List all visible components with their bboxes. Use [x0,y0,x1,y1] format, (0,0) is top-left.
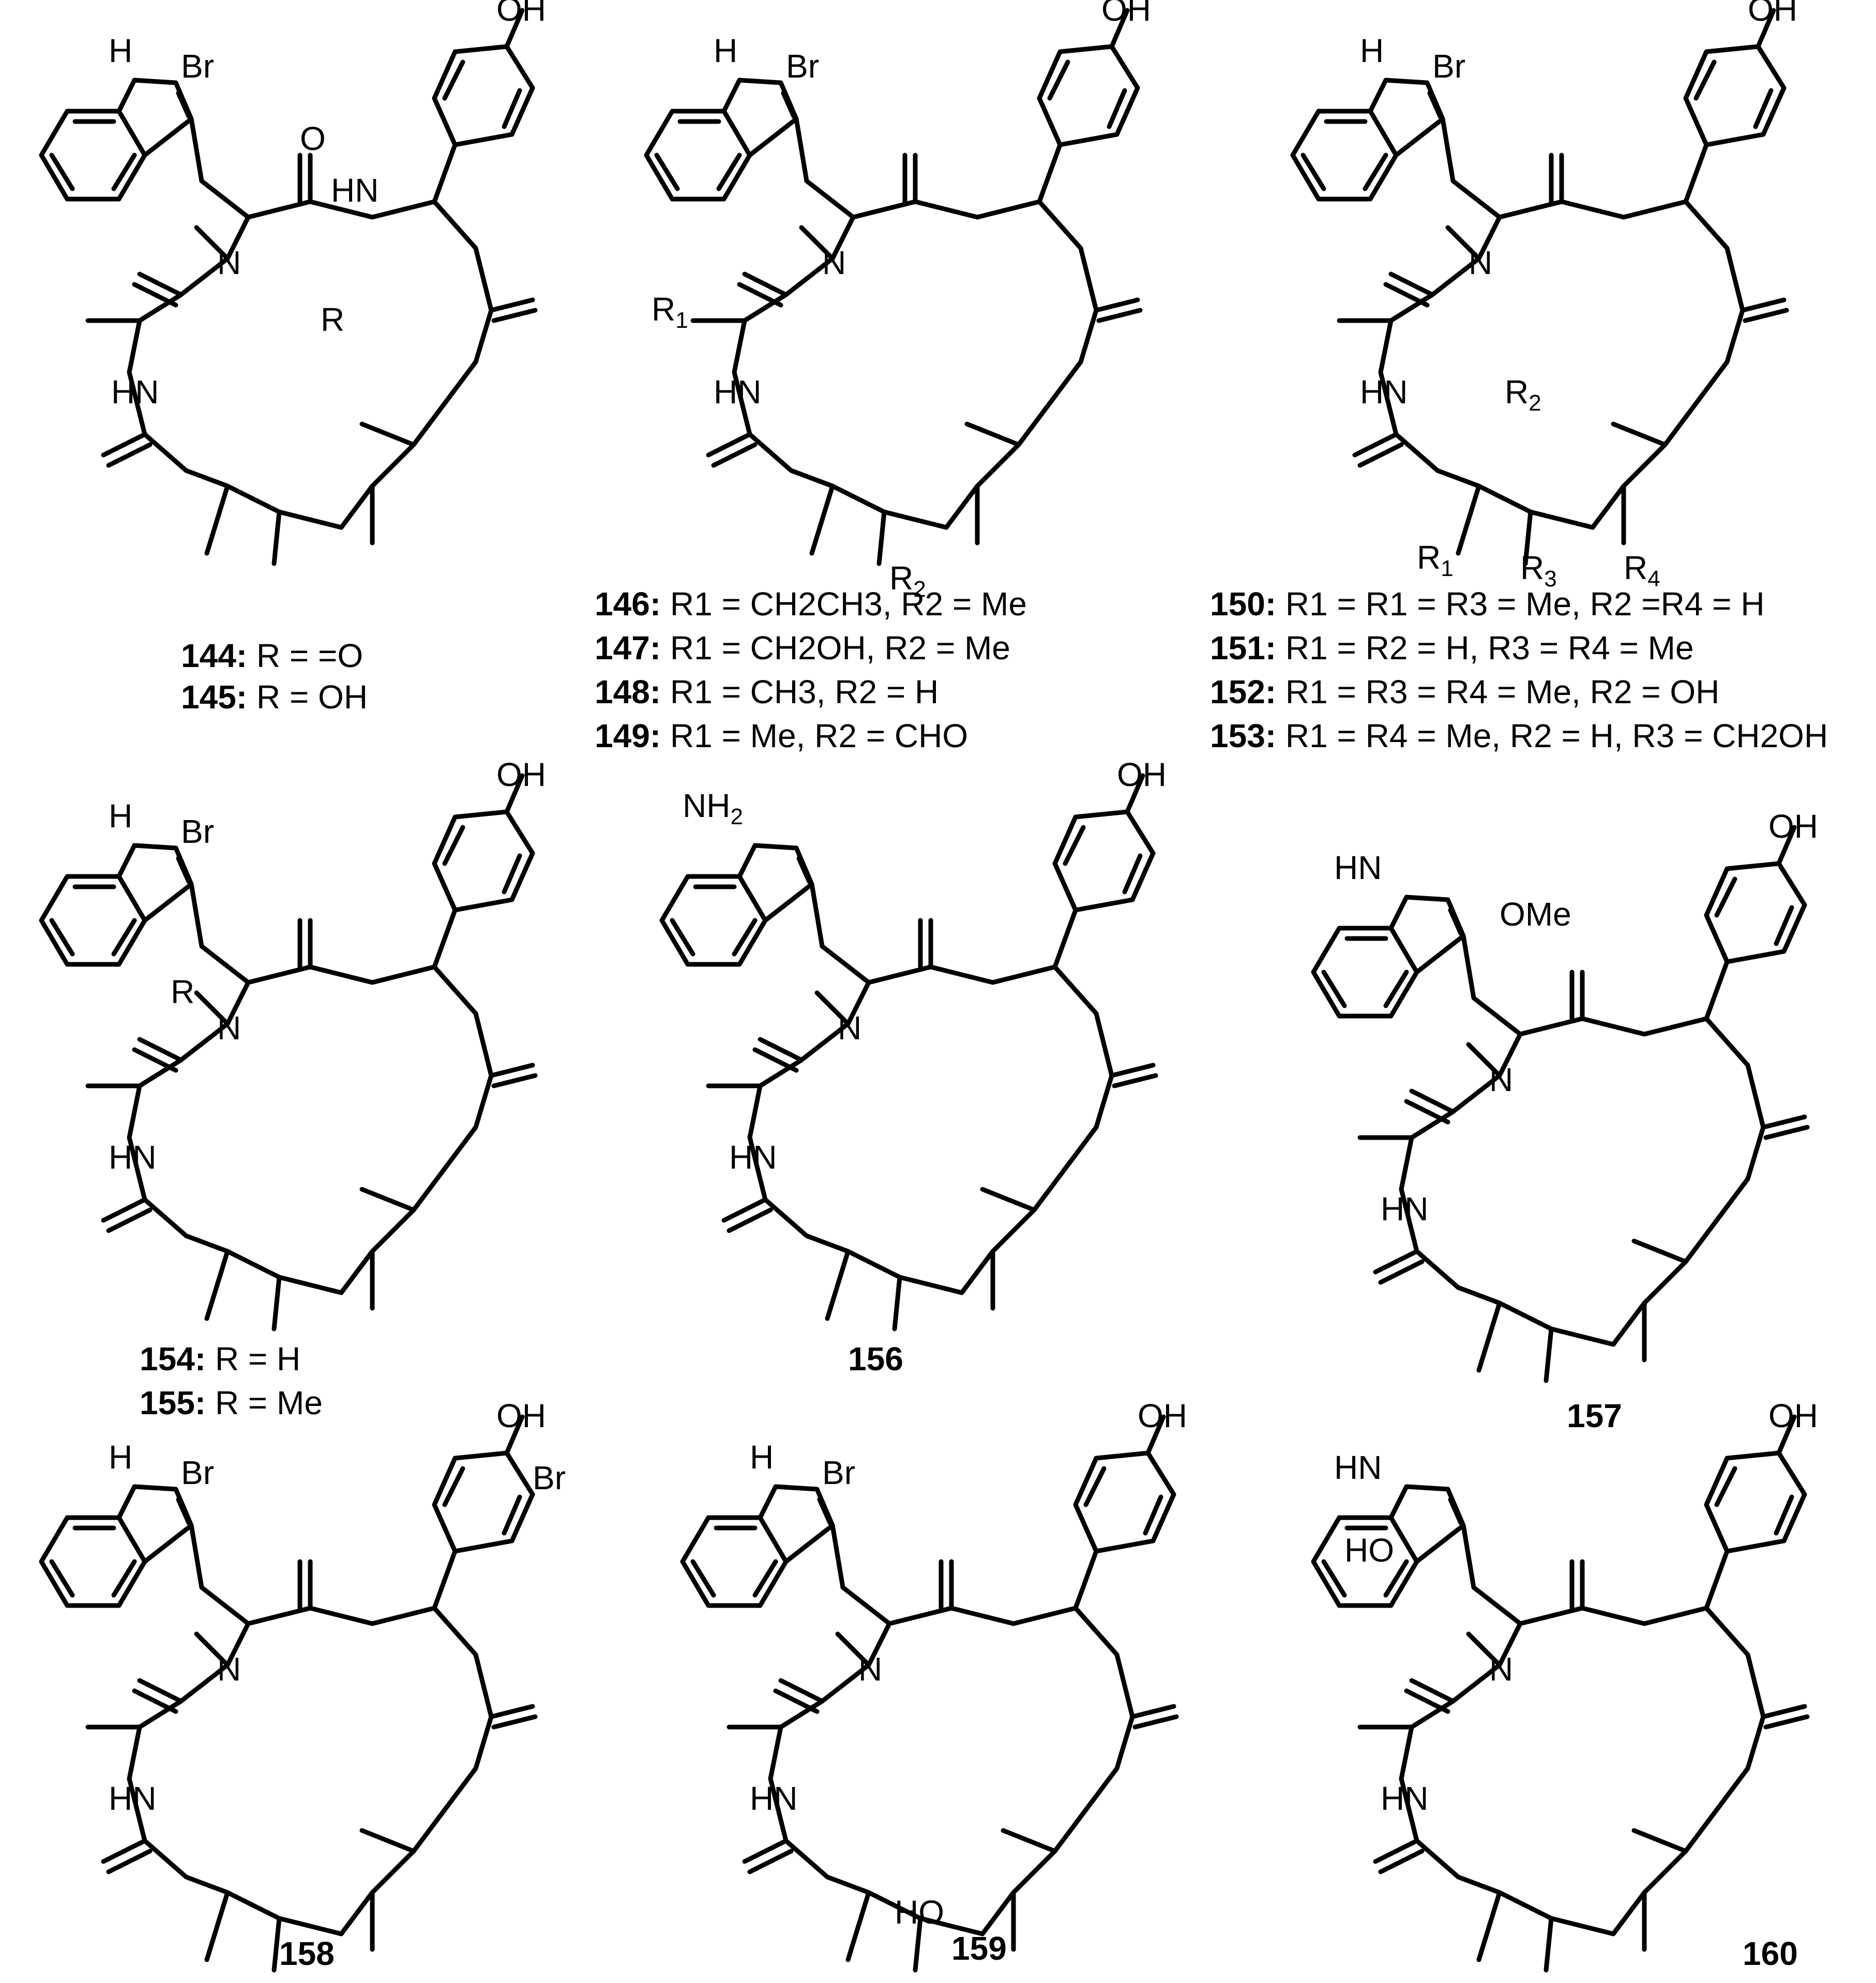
caption-153: 153: R1 = R4 = Me, R2 = H, R3 = CH2OH [1210,717,1828,754]
atom-oh-label: OH [496,0,546,28]
structure-150-153: H Br OH N HN R1 R2 R3 R4 [1293,0,1797,592]
atom-nh2-label: NH2 [683,787,743,829]
atom-oh-label: OH [1117,756,1167,793]
caption-148: 148: R1 = CH3, R2 = H [595,673,939,710]
caption-156: 156 [848,1340,903,1377]
caption-159: 159 [951,1930,1007,1967]
caption-158: 158 [279,1935,335,1972]
atom-br-label: Br [533,1459,566,1496]
atom-hn-label: HN [1381,1780,1428,1817]
atom-hn-label: HN [109,1139,156,1176]
atom-r2-label: R2 [889,559,926,602]
atom-r1-label: R1 [1417,539,1454,581]
atom-nh-label: H [109,32,132,69]
atom-nh-label: H [750,1439,774,1476]
atom-n-label: N [217,1009,241,1047]
atom-hn-label: HN [1381,1190,1428,1228]
caption-151: 151: R1 = R2 = H, R3 = R4 = Me [1210,629,1694,667]
atom-n-label: N [217,1651,241,1688]
atom-oh-label: OH [1748,0,1797,28]
atom-n-label: N [1489,1651,1513,1688]
atom-oh-label: OH [1138,1397,1187,1434]
atom-n-label: N [217,244,241,281]
caption-160: 160 [1743,1935,1798,1972]
atom-ome-label: OMe [1500,896,1571,933]
atom-r-label: R [171,973,194,1010]
atom-nh-label: H [1360,32,1384,69]
structure-144-145: H Br OH N O HN HN R [41,0,546,564]
atom-hn-label: HN [1360,373,1408,411]
atom-br-label: Br [181,48,214,85]
atom-br-label: Br [822,1454,855,1491]
caption-144: 144: R = =O [181,637,363,674]
caption-145: 145: R = OH [181,678,368,716]
caption-147: 147: R1 = CH2OH, R2 = Me [595,629,1010,667]
atom-n-label: N [822,244,846,281]
atom-br-label: Br [786,48,819,85]
caption-150: 150: R1 = R1 = R3 = Me, R2 =R4 = H [1210,585,1765,623]
atom-o-label: O [300,120,326,157]
atom-nh-label: HN [331,172,379,209]
caption-149: 149: R1 = Me, R2 = CHO [595,717,968,754]
atom-hn-label: HN [1334,1449,1382,1486]
structure-159: H Br OH N HN HO [683,1397,1187,1970]
atom-oh-label: OH [1101,0,1151,28]
atom-hn-label: HN [750,1780,797,1817]
atom-br-label: Br [181,1454,214,1491]
atom-br-label: Br [1432,48,1465,85]
atom-ho-label: HO [1344,1532,1394,1569]
caption-155: 155: R = Me [140,1384,323,1421]
atom-nh-label: H [109,1439,132,1476]
atom-n-label: N [1489,1061,1513,1098]
caption-146: 146: R1 = CH2CH3, R2 = Me [595,585,1027,623]
atom-hn-label: HN [729,1139,777,1176]
atom-r3-label: R3 [1520,549,1557,592]
atom-n-label: N [858,1651,882,1688]
structure-158: H Br OH Br N HN [41,1397,566,1970]
caption-152: 152: R1 = R3 = R4 = Me, R2 = OH [1210,673,1719,710]
atom-hn-label: HN [109,1780,156,1817]
atom-r-label: R [321,301,344,338]
atom-br-label: Br [181,813,214,850]
atom-hn-label: HN [111,373,159,411]
atom-oh-label: OH [1768,808,1818,845]
atom-r1-label: R1 [652,291,688,333]
atom-r4-label: R4 [1624,549,1660,592]
atom-hn-label: HN [714,373,761,411]
structure-156: NH2 OH N HN [662,756,1167,1329]
atom-oh-label: OH [496,756,546,793]
atom-n-label: N [838,1009,861,1047]
atom-ho-label: HO [895,1894,944,1931]
atom-oh-label: OH [496,1397,546,1434]
caption-157: 157 [1567,1397,1622,1434]
structure-157: HN OMe OH N HN [1313,808,1818,1381]
atom-nh-label: H [714,32,737,69]
atom-n-label: N [1469,244,1492,281]
atom-hn-label: HN [1334,849,1382,886]
caption-154: 154: R = H [140,1340,300,1377]
structure-146-149: H Br OH N HN R1 R2 [646,0,1151,602]
structure-154-155: H Br OH N R HN [41,756,546,1329]
atom-oh-label: OH [1768,1397,1818,1434]
atom-nh-label: H [109,797,132,835]
atom-r2-label: R2 [1505,373,1541,416]
structure-160: HN HO OH N HN [1313,1397,1818,1970]
